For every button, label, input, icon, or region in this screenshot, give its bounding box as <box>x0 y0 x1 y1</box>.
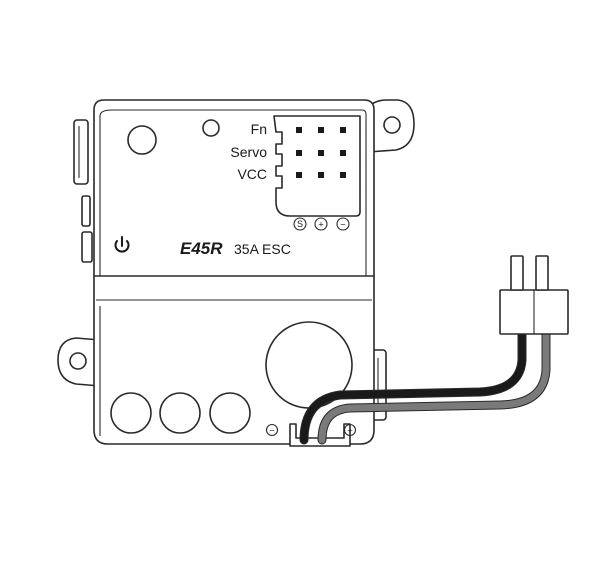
pin <box>340 150 346 156</box>
pin-header: S + − <box>273 115 361 231</box>
signal-symbol-ring <box>293 217 307 231</box>
negative-mark: − <box>269 426 274 436</box>
connector-prong-right <box>535 255 549 291</box>
bottom-hole-2 <box>159 392 201 434</box>
plus-symbol: + <box>318 220 323 230</box>
mounting-ear-bottom-left <box>57 337 101 387</box>
fn-label: Fn <box>251 121 267 137</box>
model-name: E45R <box>180 239 223 258</box>
pin <box>340 172 346 178</box>
power-wires <box>299 325 551 445</box>
plus-symbol-ring <box>314 217 328 231</box>
led-window-small <box>202 119 220 137</box>
servo-label: Servo <box>230 144 267 160</box>
battery-connector <box>499 255 569 335</box>
positive-mark-ring <box>343 423 357 437</box>
signal-symbol: S <box>297 219 303 229</box>
pin <box>340 127 346 133</box>
connector-prong-left <box>510 255 524 291</box>
left-side-tabs <box>73 119 93 263</box>
gray-wire <box>318 326 550 444</box>
led-window-large <box>127 125 157 155</box>
minus-symbol: − <box>340 220 345 230</box>
pin <box>318 172 324 178</box>
negative-mark-ring <box>265 423 279 437</box>
minus-symbol-ring <box>336 217 350 231</box>
power-icon <box>114 236 130 253</box>
pin-grid <box>296 127 346 178</box>
pin <box>296 127 302 133</box>
black-wire <box>300 326 526 444</box>
spec-text: 35A ESC <box>234 241 291 257</box>
vcc-label: VCC <box>237 166 267 182</box>
pin <box>296 172 302 178</box>
pin <box>296 150 302 156</box>
bottom-hole-1 <box>110 392 152 434</box>
positive-mark: + <box>347 426 352 436</box>
pin <box>318 127 324 133</box>
bottom-hole-3 <box>209 392 251 434</box>
esc-housing <box>93 99 375 445</box>
pin <box>318 150 324 156</box>
